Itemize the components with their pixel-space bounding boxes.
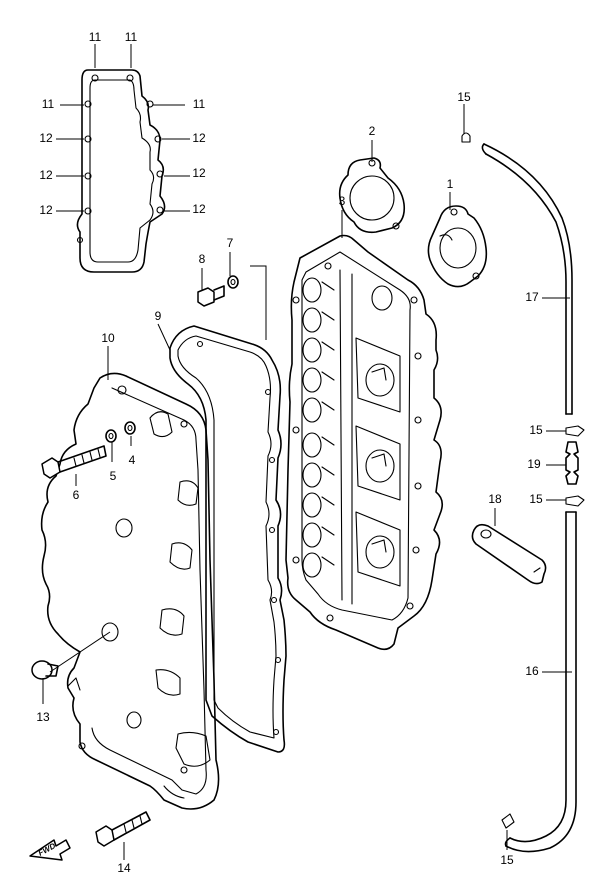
callout-8: 8 (199, 252, 206, 266)
bolt-14 (95, 811, 151, 847)
callout-15: 15 (529, 492, 543, 506)
bolt-8 (197, 285, 225, 307)
connector-19 (565, 441, 579, 485)
callout-labels: 11 11 11 11 12 12 12 12 12 12 2 1 3 7 8 … (36, 30, 543, 875)
gasket-9 (169, 325, 287, 753)
callout-6: 6 (73, 488, 80, 502)
callout-9: 9 (155, 309, 162, 323)
cover-1 (427, 205, 488, 288)
washer-7 (227, 275, 239, 289)
callout-16: 16 (525, 664, 539, 678)
callout-12: 12 (39, 203, 53, 217)
fwd-arrow-icon: FWD (29, 839, 71, 861)
cover-gasket-top (76, 69, 166, 273)
bolt-6 (41, 445, 107, 479)
callout-14: 14 (117, 861, 131, 875)
callout-15: 15 (500, 853, 514, 867)
clip-15-mid-upper (565, 425, 585, 437)
plug-13 (31, 660, 59, 680)
callout-12: 12 (39, 168, 53, 182)
washer-5 (105, 429, 117, 443)
callout-3: 3 (339, 194, 346, 208)
callout-11: 11 (193, 97, 206, 111)
cover-plate-10 (40, 372, 220, 810)
callout-15: 15 (529, 423, 543, 437)
callout-15: 15 (457, 90, 471, 104)
hose-16 (504, 511, 577, 853)
callout-2: 2 (369, 124, 376, 138)
callout-12: 12 (39, 131, 53, 145)
callout-18: 18 (488, 492, 502, 506)
callout-1: 1 (447, 177, 454, 191)
bracket-18 (471, 523, 547, 585)
callout-13: 13 (36, 710, 50, 724)
callout-10: 10 (101, 331, 115, 345)
callout-11: 11 (89, 30, 102, 44)
callout-7: 7 (227, 236, 234, 250)
callout-12: 12 (192, 166, 206, 180)
callout-19: 19 (527, 457, 541, 471)
clip-15-top (461, 132, 471, 143)
callout-12: 12 (192, 202, 206, 216)
callout-5: 5 (110, 469, 117, 483)
exhaust-manifold-body (285, 234, 444, 651)
callout-4: 4 (129, 453, 136, 467)
leader-lines (42, 44, 572, 860)
clip-15-mid-lower (565, 495, 585, 507)
washer-4 (124, 421, 136, 435)
callout-11: 11 (42, 97, 55, 111)
callout-12: 12 (192, 131, 206, 145)
callout-11: 11 (125, 30, 138, 44)
hose-17 (481, 143, 573, 415)
clip-15-bottom (501, 813, 515, 829)
callout-17: 17 (525, 290, 539, 304)
gasket-2 (338, 157, 406, 234)
